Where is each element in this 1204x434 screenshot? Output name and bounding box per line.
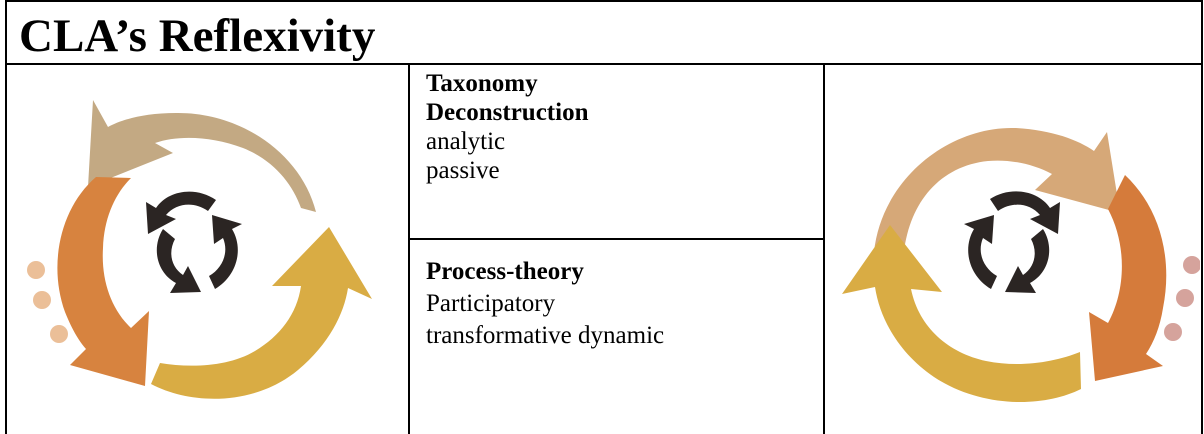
top-cell-text: Taxonomy Deconstruction analytic passive	[426, 69, 588, 185]
border-right	[1201, 0, 1203, 434]
title-divider	[5, 63, 1203, 65]
passive-text: passive	[426, 157, 500, 184]
refresh-icon	[964, 191, 1060, 293]
analytic-text: analytic	[426, 128, 506, 155]
page-title: CLA’s Reflexivity	[19, 10, 376, 62]
column-divider-2	[823, 63, 825, 434]
dot-3	[50, 325, 68, 343]
cycle-graphic-left	[27, 100, 372, 399]
deconstruction-heading: Deconstruction	[426, 99, 589, 126]
border-top	[5, 0, 1203, 2]
dot-1	[27, 261, 45, 279]
taxonomy-heading: Taxonomy	[426, 70, 538, 97]
dot-4	[1183, 256, 1200, 274]
yellow-arc-arrow	[151, 227, 372, 399]
transformative-dynamic-text: transformative dynamic	[426, 322, 665, 349]
bottom-cell-text: Process-theory Participatory transformat…	[426, 257, 664, 350]
cycle-graphic-right	[842, 127, 1200, 403]
yellow-arc-arrow-right	[842, 225, 1081, 403]
orange-arc-arrow-right	[1089, 175, 1167, 381]
column-divider-1	[408, 63, 410, 434]
process-theory-heading: Process-theory	[426, 258, 584, 285]
refresh-icon	[146, 191, 242, 293]
border-left	[5, 0, 7, 434]
orange-arc-arrow	[57, 177, 150, 386]
dot-5	[1176, 289, 1194, 307]
slide-table	[5, 0, 1203, 434]
participatory-text: Participatory	[426, 290, 556, 317]
tan-arc-arrow	[88, 100, 316, 212]
dot-6	[1164, 323, 1182, 341]
dot-2	[33, 291, 51, 309]
middle-row-divider	[408, 238, 825, 240]
tan-arc-arrow-right	[874, 127, 1120, 252]
